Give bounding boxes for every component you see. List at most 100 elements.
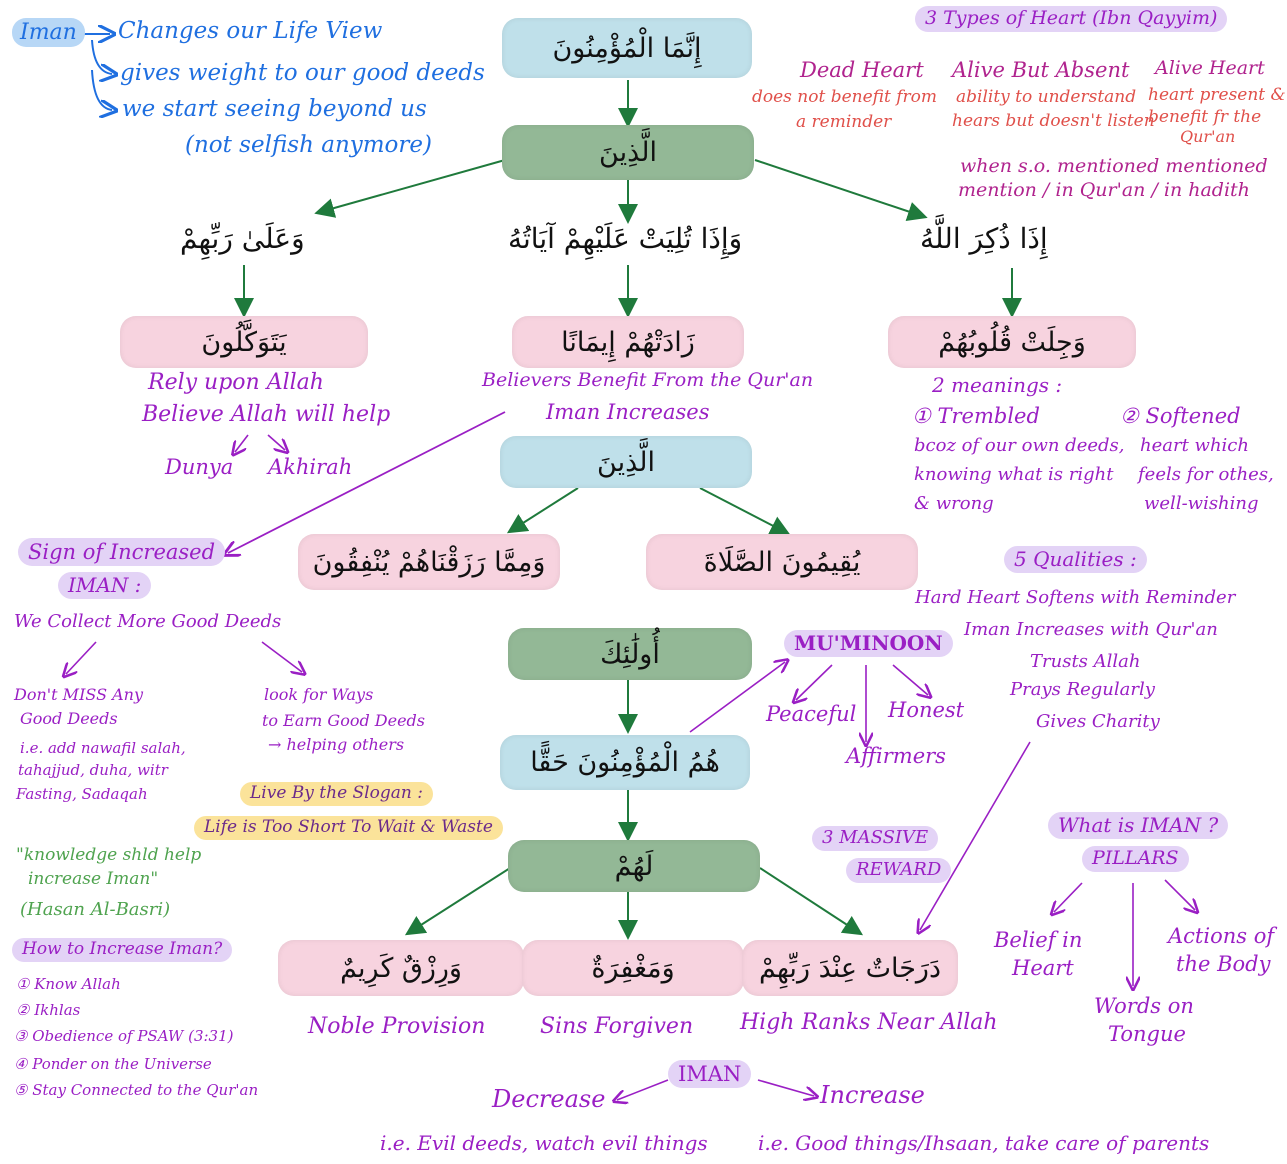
pillar-words-2: Tongue	[1108, 1022, 1186, 1046]
sign-title-1: Sign of Increased	[18, 538, 226, 567]
muminoon-honest: Honest	[888, 698, 965, 722]
sign-left-3: i.e. add nawafil salah,	[20, 739, 186, 757]
how-item-2: ② Ikhlas	[16, 1001, 81, 1019]
benefit-line-1: Believers Benefit From the Qur'an	[482, 369, 814, 391]
meaning-1-line-3: & wrong	[914, 493, 994, 514]
slogan-line-2: Life is Too Short To Wait & Waste	[194, 816, 503, 840]
benefit-line-2: Iman Increases	[546, 400, 710, 424]
arrow-pillars-actions	[1164, 879, 1195, 910]
arrow-iman-3	[91, 69, 112, 110]
muminoon-affirmers: Affirmers	[846, 744, 946, 768]
quote-line-3: (Hasan Al-Basri)	[20, 899, 171, 920]
bottom-decrease-example: i.e. Evil deeds, watch evil things	[380, 1131, 708, 1155]
verse-right-branch: إِذَا ذُكِرَ اللَّهُ	[920, 222, 1048, 255]
bottom-increase-example: i.e. Good things/Ihsaan, take care of pa…	[758, 1131, 1210, 1155]
sign-left-1: Don't MISS Any	[14, 685, 144, 704]
quality-3: Trusts Allah	[1030, 651, 1141, 672]
arrow-lahum-right	[759, 867, 864, 936]
quality-2: Iman Increases with Qur'an	[964, 619, 1218, 640]
hearts-title: 3 Types of Heart (Ibn Qayyim)	[915, 6, 1228, 32]
meaning-1-line-1: bcoz of our own deeds,	[914, 435, 1125, 456]
muminoon-title: MU'MINOON	[784, 630, 953, 657]
arrow-lahum-left	[404, 867, 511, 936]
arrow-alladhina-right	[754, 159, 928, 222]
meaning-2-title: ② Softened	[1120, 404, 1241, 428]
arrow-iman-2	[91, 39, 112, 74]
sign-left-2: Good Deeds	[20, 709, 118, 728]
arrow-iman-increase	[757, 1079, 814, 1096]
box-wajilat: وَجِلَتْ قُلُوبُهُمْ	[888, 316, 1136, 368]
quality-4: Prays Regularly	[1010, 679, 1155, 700]
reward-sins-forgiven: Sins Forgiven	[540, 1014, 694, 1039]
bottom-iman: IMAN	[668, 1060, 752, 1089]
sign-collect: We Collect More Good Deeds	[14, 611, 282, 632]
reward-noble-provision: Noble Provision	[308, 1014, 486, 1039]
box-maghfira: وَمَغْفِرَةٌ	[522, 940, 744, 996]
box-alladhina-1: الَّذِينَ	[502, 125, 754, 180]
box-zadathum: زَادَتْهُمْ إِيمَانًا	[512, 316, 744, 368]
arrow-iman-decrease	[617, 1079, 669, 1100]
sign-left-5: Fasting, Sadaqah	[16, 785, 148, 803]
mention-row-2: mention / in Qur'an / in hadith	[958, 179, 1250, 201]
quality-1: Hard Heart Softens with Reminder	[915, 587, 1236, 608]
iman-note-1: Changes our Life View	[118, 18, 383, 44]
iman-label: Iman	[12, 18, 85, 48]
how-item-4: ④ Ponder on the Universe	[14, 1055, 212, 1073]
box-lahum: لَهُمْ	[508, 840, 760, 892]
meanings-title: 2 meanings :	[932, 373, 1063, 397]
meaning-1-line-2: knowing what is right	[914, 464, 1114, 485]
arrow-m-honest	[892, 664, 928, 695]
sign-left-4: tahajjud, duha, witr	[18, 761, 168, 779]
how-item-5: ⑤ Stay Connected to the Qur'an	[14, 1081, 259, 1099]
verse-middle-branch: وَإِذَا تُلِيَتْ عَلَيْهِمْ آيَاتُهُ	[508, 222, 743, 255]
box-hum: هُمُ الْمُؤْمِنُونَ حَقًّا	[500, 735, 750, 790]
meaning-2-line-2: feels for othes,	[1138, 464, 1274, 485]
meaning-2-line-1: heart which	[1140, 435, 1249, 456]
box-wamimma: وَمِمَّا رَزَقْنَاهُمْ يُنْفِقُونَ	[298, 534, 560, 590]
dead-heart-title: Dead Heart	[800, 58, 924, 82]
tawakkul-line-2: Believe Allah will help	[142, 402, 391, 427]
arrow-pillars-belief	[1054, 882, 1083, 912]
qualities-title: 5 Qualities :	[1004, 546, 1147, 573]
box-yuqimuna: يُقِيمُونَ الصَّلَاةَ	[646, 534, 918, 590]
meaning-1-title: ① Trembled	[912, 404, 1040, 428]
alive-heart-desc-1: heart present &	[1148, 85, 1286, 105]
how-title: How to Increase Iman?	[12, 938, 233, 962]
arrow-tawakkul-dunya	[235, 434, 249, 452]
alive-heart-title: Alive Heart	[1155, 57, 1265, 79]
alive-heart-desc-2: benefit fr the	[1148, 107, 1262, 127]
sign-title-2: IMAN :	[58, 572, 152, 599]
tawakkul-akhirah: Akhirah	[268, 455, 353, 479]
alive-heart-desc-3: Qur'an	[1180, 127, 1236, 146]
box-darajat: دَرَجَاتٌ عِنْدَ رَبِّهِمْ	[742, 940, 958, 996]
reward-high-ranks: High Ranks Near Allah	[740, 1010, 998, 1035]
box-rizq: وَرِزْقٌ كَرِيمٌ	[278, 940, 524, 996]
tawakkul-line-1: Rely upon Allah	[148, 370, 324, 395]
muminoon-peaceful: Peaceful	[766, 702, 857, 726]
arrow-tawakkul-akhirah	[267, 434, 285, 450]
arrow-m-peaceful	[796, 664, 833, 700]
verse-left-branch: وَعَلَىٰ رَبِّهِمْ	[180, 222, 305, 255]
pillar-belief-2: Heart	[1012, 956, 1074, 980]
reward-line-1: 3 MASSIVE	[812, 826, 939, 851]
quote-line-1: "knowledge shld help	[16, 845, 202, 865]
absent-heart-desc-1: ability to understand	[956, 87, 1137, 107]
iman-note-3: we start seeing beyond us	[122, 96, 427, 122]
arrow-alladhina2-left	[506, 487, 579, 534]
pillar-actions-2: the Body	[1176, 952, 1271, 976]
pillars-title: PILLARS	[1082, 846, 1189, 872]
sign-right-1: look for Ways	[264, 685, 374, 704]
absent-heart-title: Alive But Absent	[952, 58, 1130, 82]
how-item-1: ① Know Allah	[16, 975, 121, 993]
how-item-3: ③ Obedience of PSAW (3:31)	[14, 1027, 234, 1045]
quality-5: Gives Charity	[1036, 711, 1160, 732]
dead-heart-desc-1: does not benefit from	[752, 87, 938, 107]
iman-note-4: (not selfish anymore)	[185, 132, 432, 158]
dead-heart-desc-2: a reminder	[796, 112, 892, 132]
mention-row-1: when s.o. mentioned mentioned	[960, 155, 1268, 177]
quote-line-2: increase Iman"	[28, 869, 159, 889]
pillar-actions-1: Actions of	[1168, 924, 1275, 948]
box-yatawakkalun: يَتَوَكَّلُونَ	[120, 316, 368, 368]
sign-right-3: → helping others	[268, 735, 405, 754]
